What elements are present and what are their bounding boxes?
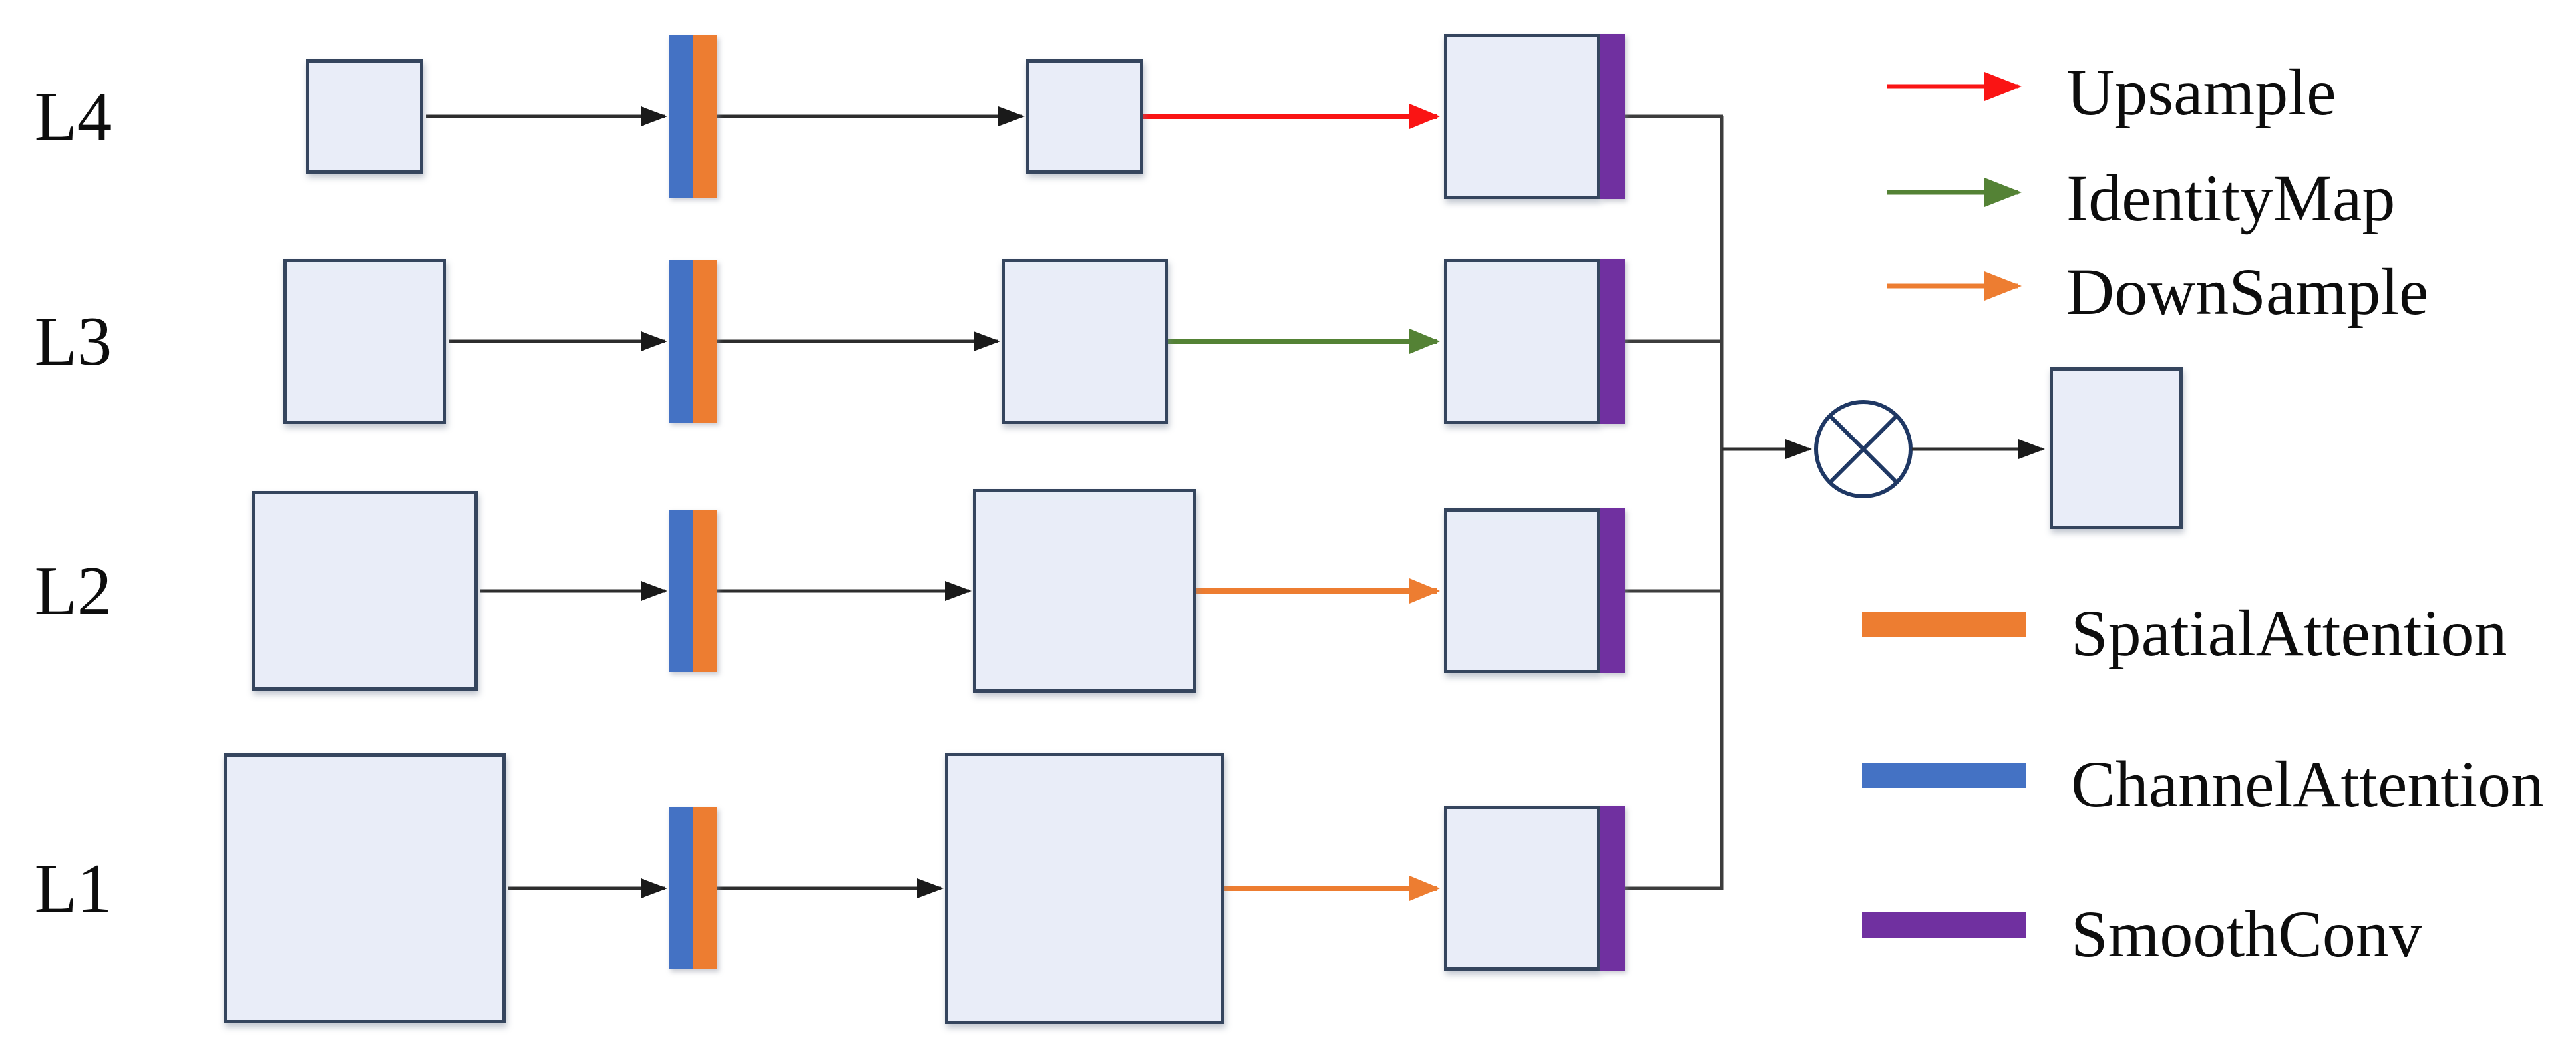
l2-channel-attention-bar [669, 510, 693, 672]
l4-attention-module [669, 35, 717, 198]
legend-smooth-conv-label: SmoothConv [2071, 897, 2422, 971]
legend-channel-attention-swatch [1862, 763, 2026, 788]
l3-input-feature-box [283, 259, 446, 424]
l4-smooth-conv-bar [1600, 34, 1625, 199]
l2-attention-module [669, 510, 717, 672]
legend-spatial-attention-swatch [1862, 612, 2026, 637]
row-label-l1: L1 [34, 849, 112, 927]
l3-spatial-attention-bar [693, 260, 717, 423]
l3-resampled-feature-box [1444, 259, 1600, 424]
l4-spatial-attention-bar [693, 35, 717, 198]
l1-attention-module [669, 807, 717, 969]
l4-resampled-feature-box [1444, 34, 1600, 199]
l2-smooth-conv-bar [1600, 508, 1625, 673]
l1-channel-attention-bar [669, 807, 693, 969]
l4-refined-feature-box [1026, 59, 1143, 174]
legend-smooth-conv-swatch [1862, 912, 2026, 938]
row-label-l4: L4 [34, 77, 112, 155]
l1-smooth-conv-bar [1600, 806, 1625, 971]
multiply-x-stroke-2 [1828, 414, 1899, 484]
legend-identitymap-label: IdentityMap [2066, 161, 2396, 235]
legend-spatial-attention-label: SpatialAttention [2071, 596, 2507, 670]
fused-output-feature-box [2050, 367, 2183, 529]
l3-refined-feature-box [1002, 259, 1168, 424]
l4-input-feature-box [306, 59, 423, 174]
l2-refined-feature-box [973, 489, 1196, 693]
l1-resampled-feature-box [1444, 806, 1600, 971]
l2-spatial-attention-bar [693, 510, 717, 672]
row-label-l2: L2 [34, 552, 112, 629]
l3-channel-attention-bar [669, 260, 693, 423]
l1-refined-feature-box [945, 753, 1224, 1024]
legend-channel-attention-label: ChannelAttention [2071, 747, 2544, 821]
l4-channel-attention-bar [669, 35, 693, 198]
l3-smooth-conv-bar [1600, 259, 1625, 424]
legend-upsample-label: Upsample [2066, 55, 2336, 129]
l3-attention-module [669, 260, 717, 423]
l1-spatial-attention-bar [693, 807, 717, 969]
l1-input-feature-box [224, 753, 506, 1023]
legend-downsample-label: DownSample [2066, 255, 2429, 329]
l2-input-feature-box [252, 491, 478, 691]
l2-resampled-feature-box [1444, 508, 1600, 673]
row-label-l3: L3 [34, 302, 112, 380]
